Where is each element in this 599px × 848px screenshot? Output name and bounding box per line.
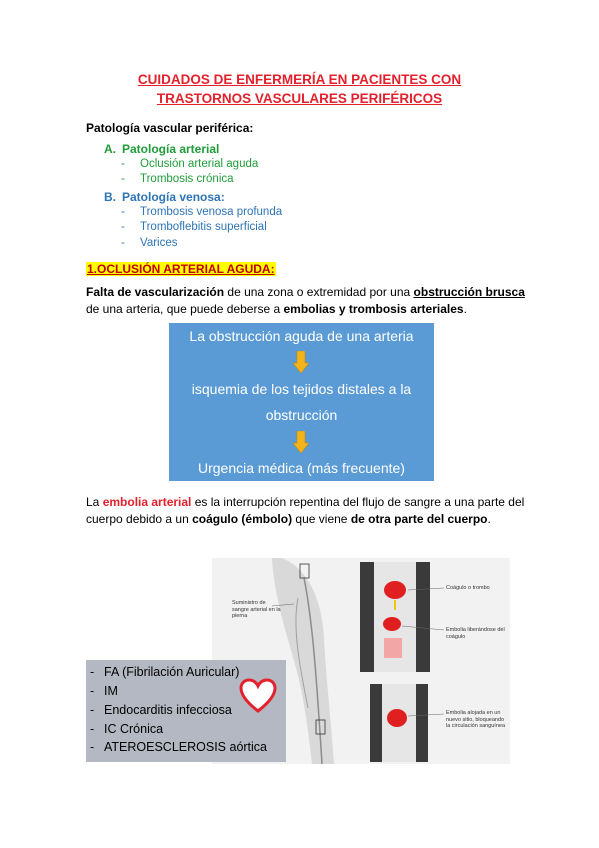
leg-artery-illustration xyxy=(271,558,445,764)
label-embolus-release: Embolia liberándose del coágulo xyxy=(446,627,505,640)
list-item: -Oclusión arterial aguda xyxy=(121,158,259,170)
arrow-down-icon xyxy=(293,351,309,373)
list-item: -ATEROESCLEROSIS aórtica xyxy=(90,740,268,754)
label-embolus-lodged: Embolia alojada en un nuevo sitio, bloqu… xyxy=(446,710,506,729)
list-item: -IC Crónica xyxy=(90,722,164,736)
section-b-label: Patología venosa: xyxy=(122,190,225,204)
section-heading-highlight: 1.OCLUSIÓN ARTERIAL AGUDA: xyxy=(86,262,276,276)
list-item: -Trombosis venosa profunda xyxy=(121,206,283,218)
arrow-down-icon xyxy=(293,431,309,453)
subheading: Patología vascular periférica: xyxy=(86,121,254,135)
flow-line-1: La obstrucción aguda de una arteria xyxy=(189,328,414,344)
list-item: -Trombosis crónica xyxy=(121,173,234,185)
list-item: -Varices xyxy=(121,237,178,249)
flow-line-2: isquemia de los tejidos distales a la xyxy=(191,381,412,397)
label-clot: Coágulo o trombo xyxy=(446,585,490,591)
list-item: -Endocarditis infecciosa xyxy=(90,703,232,717)
list-item: -IM xyxy=(90,684,118,698)
flow-box: La obstrucción aguda de una arteria isqu… xyxy=(169,323,434,481)
causes-box: -FA (Fibrilación Auricular) -IM -Endocar… xyxy=(86,660,286,762)
section-b-letter: B. xyxy=(104,190,116,204)
title-line-2: TRASTORNOS VASCULARES PERIFÉRICOS xyxy=(156,91,443,106)
title-line-1: CUIDADOS DE ENFERMERÍA EN PACIENTES CON xyxy=(137,72,462,87)
section-a-label: Patología arterial xyxy=(122,142,220,156)
section-b-heading: B. Patología venosa: xyxy=(104,190,225,204)
section-a-letter: A. xyxy=(104,142,116,156)
label-arterial-supply: Suministro de sangre arterial en la pier… xyxy=(232,600,281,619)
flow-line-3: obstrucción xyxy=(265,407,338,423)
embolia-paragraph: La embolia arterial es la interrupción r… xyxy=(86,495,525,526)
definition-paragraph: Falta de vascularización de una zona o e… xyxy=(86,285,525,316)
heart-icon xyxy=(239,678,277,713)
document-title: CUIDADOS DE ENFERMERÍA EN PACIENTES CON … xyxy=(60,70,539,108)
embolism-illustration: Suministro de sangre arterial en la pier… xyxy=(212,558,510,764)
list-item: -FA (Fibrilación Auricular) xyxy=(90,665,240,679)
list-item: -Tromboflebitis superficial xyxy=(121,221,267,233)
flow-line-4: Urgencia médica (más frecuente) xyxy=(198,460,405,476)
section-a-heading: A. Patología arterial xyxy=(104,142,219,156)
